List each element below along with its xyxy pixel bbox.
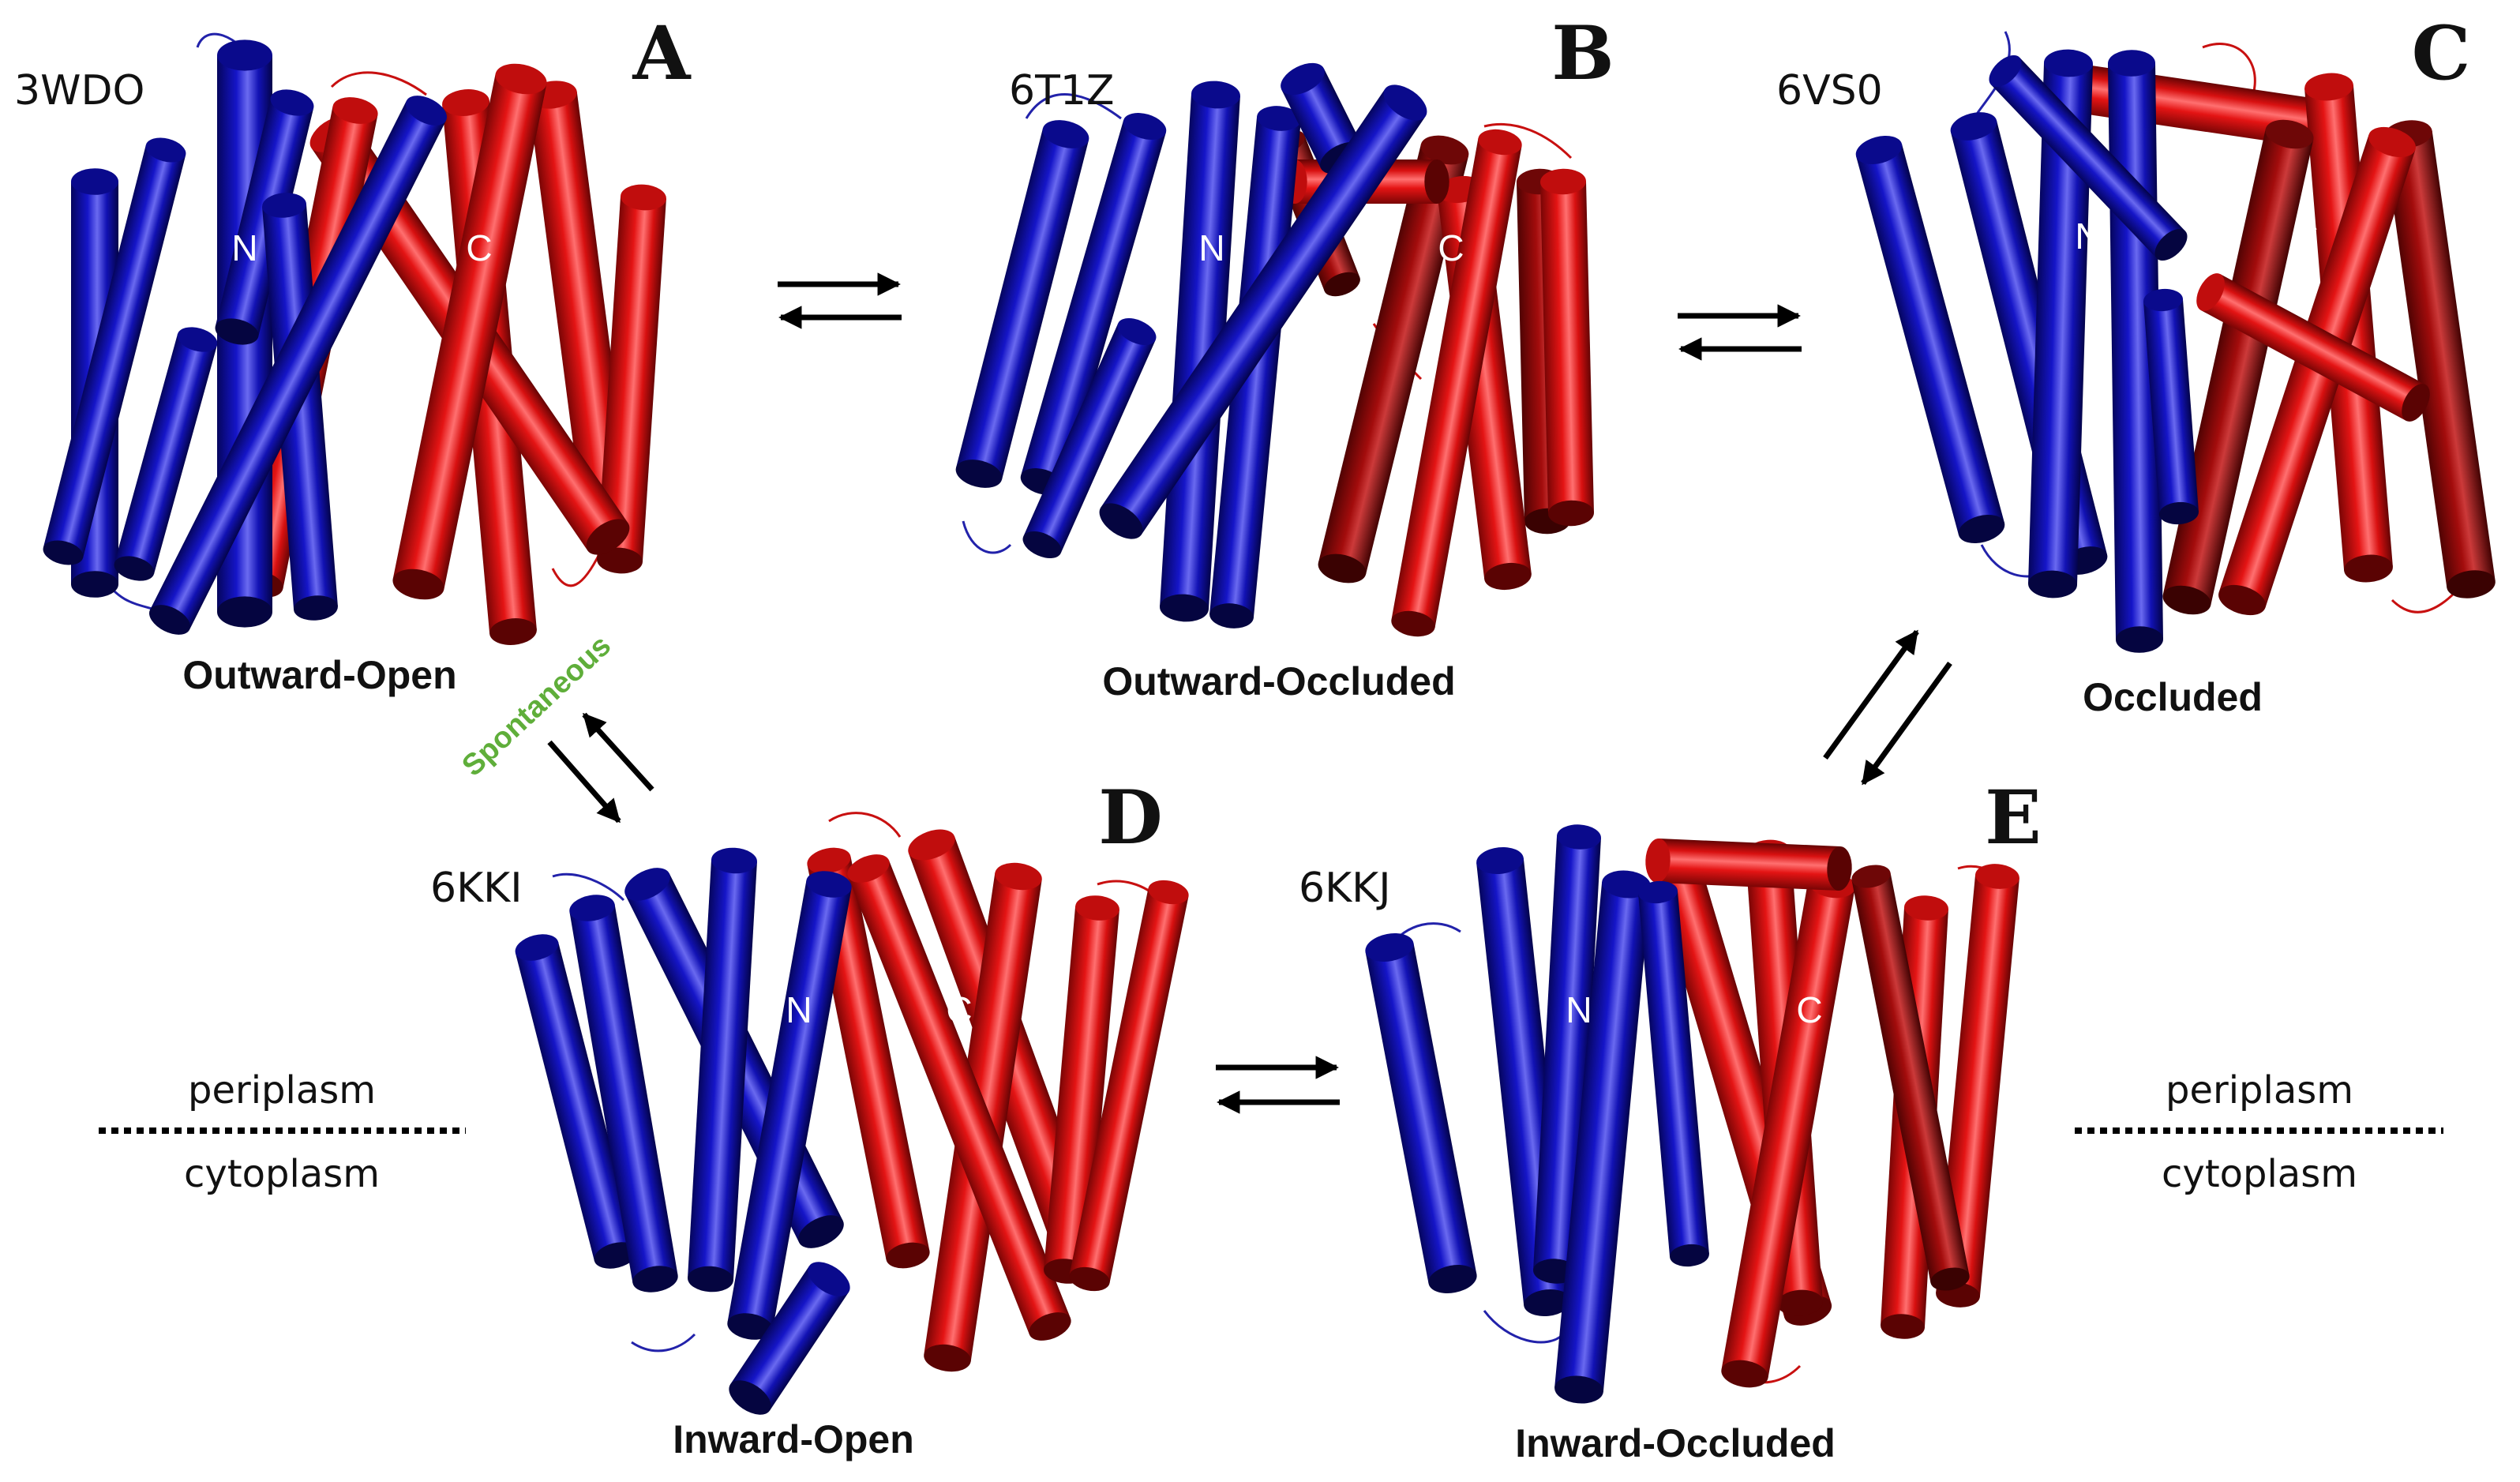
panel-d-n-domain-helix-10 [688,847,757,1293]
panel-e-n-label: N [1566,989,1592,1030]
panel-c-n-domain-helix-12 [2143,288,2199,525]
equilibrium-arrows-a-d [547,712,654,824]
panel-b-pdb-id: 6T1Z [1009,67,1115,114]
panel-d-n-domain-helix-7 [515,934,638,1269]
panel-c-n-domain-helix-7 [1855,135,2005,544]
periplasm-label-left: periplasm [188,1068,376,1112]
panel-d-c-domain-helix-4 [847,854,1071,1341]
panel-d-n-domain-helix-11 [727,871,852,1340]
panel-e-inward-occluded [1365,824,2019,1404]
panel-c-n-domain-helix-11 [1989,54,2188,261]
panel-b-c-label: C [1438,227,1464,268]
arrow-forward-e-to-c [1823,629,1919,760]
panel-b-n-domain-helix-10 [1160,81,1240,622]
panel-d-c-domain-helix-5 [1044,895,1119,1284]
spontaneous-label: Spontaneous [456,629,617,783]
panel-c-state-name: Occluded [2083,675,2263,719]
panel-a-letter: A [632,10,692,97]
equilibrium-arrows-b-c [1678,304,1802,361]
loop-b-1 [1025,93,1122,120]
panel-e-c-domain-helix-6 [1851,865,1970,1291]
panel-a-c-label: C [466,227,492,268]
panel-b-c-domain-helix-2 [1318,135,1469,583]
panel-a-n-label: N [231,227,257,268]
loop-d-4 [631,1333,696,1353]
panel-d-n-label: N [786,989,812,1030]
panel-a-c-domain-helix-2 [597,184,666,574]
panel-a-outward-open [43,32,666,645]
panel-b-letter: B [1551,10,1614,97]
panel-a-n-domain-helix-9 [114,327,218,581]
equilibrium-arrows-d-e [1216,1056,1340,1114]
panel-b-outward-occluded [955,62,1594,637]
arrow-forward-a-to-d [547,740,621,824]
panel-c-n-label: N [2075,216,2101,257]
loop-d-1 [552,872,625,902]
panel-c-letter: C [2412,10,2471,97]
panel-c-c-domain-helix-6 [2196,273,2430,422]
panel-c-occluded [1855,31,2496,653]
panel-d-n-domain-helix-8 [569,895,678,1293]
panel-e-n-domain-helix-11 [1554,870,1651,1404]
panel-c-c-label: C [2292,216,2318,257]
panel-a-state-name: Outward-Open [182,653,456,697]
loop-d-2 [828,812,902,838]
panel-d-state-name: Inward-Open [673,1417,914,1461]
panel-d-n-domain-helix-12 [729,1262,850,1415]
equilibrium-arrows-a-b [778,272,902,329]
panel-b-c-domain-helix-4 [1391,129,1522,637]
arrow-reverse-c-to-e [1861,661,1952,786]
loop-b-2 [1483,122,1573,159]
panel-c-n-domain-helix-9 [2028,49,2093,598]
membrane-indicator-right: periplasm cytoplasm [2075,1068,2443,1196]
arrow-reverse-d-to-a [582,712,654,792]
panel-b-c-domain-helix-5 [1540,168,1594,527]
panel-c-pdb-id: 6VS0 [1776,67,1883,114]
panel-e-state-name: Inward-Occluded [1515,1421,1836,1465]
panel-b-n-domain-helix-14 [1022,318,1157,558]
loop-a-4 [551,552,602,587]
panel-c-c-domain-helix-4 [2162,119,2314,615]
panel-a-n-domain-helix-13 [149,96,447,635]
panel-d-c-label: C [946,989,972,1030]
loop-a-2 [330,71,427,96]
panel-a-pdb-id: 3WDO [14,67,144,114]
panel-e-n-domain-helix-12 [1638,880,1709,1267]
loop-c-3 [2391,591,2457,613]
panel-a-n-domain-helix-8 [43,137,186,565]
cytoplasm-label-left: cytoplasm [184,1152,380,1196]
panel-d-inward-open [515,812,1189,1415]
membrane-indicator-left: periplasm cytoplasm [99,1068,466,1196]
periplasm-label-right: periplasm [2166,1068,2353,1112]
panel-a-c-domain-helix-5 [392,63,547,600]
loop-e-3 [1483,1310,1565,1344]
panel-b-n-label: N [1198,227,1224,268]
panel-b-n-domain-helix-13 [1099,84,1427,539]
panel-e-letter: E [1985,775,2042,861]
loop-b-4 [962,520,1012,554]
panel-d-c-domain-helix-6 [1069,880,1189,1292]
panel-e-c-domain-helix-7 [1645,839,1852,891]
panel-d-pdb-id: 6KKI [430,865,523,912]
panel-e-c-domain-helix-5 [1936,864,2019,1308]
panel-e-c-label: C [1796,989,1822,1030]
panel-b-state-name: Outward-Occluded [1102,659,1455,703]
panel-b-n-domain-helix-8 [955,120,1089,488]
panel-b-n-domain-helix-11 [1209,106,1301,628]
equilibrium-arrows-e-c [1823,629,1952,786]
cytoplasm-label-right: cytoplasm [2162,1152,2357,1196]
panel-e-pdb-id: 6KKJ [1299,865,1391,912]
panel-e-n-domain-helix-8 [1365,932,1477,1294]
panel-d-letter: D [1098,775,1163,861]
